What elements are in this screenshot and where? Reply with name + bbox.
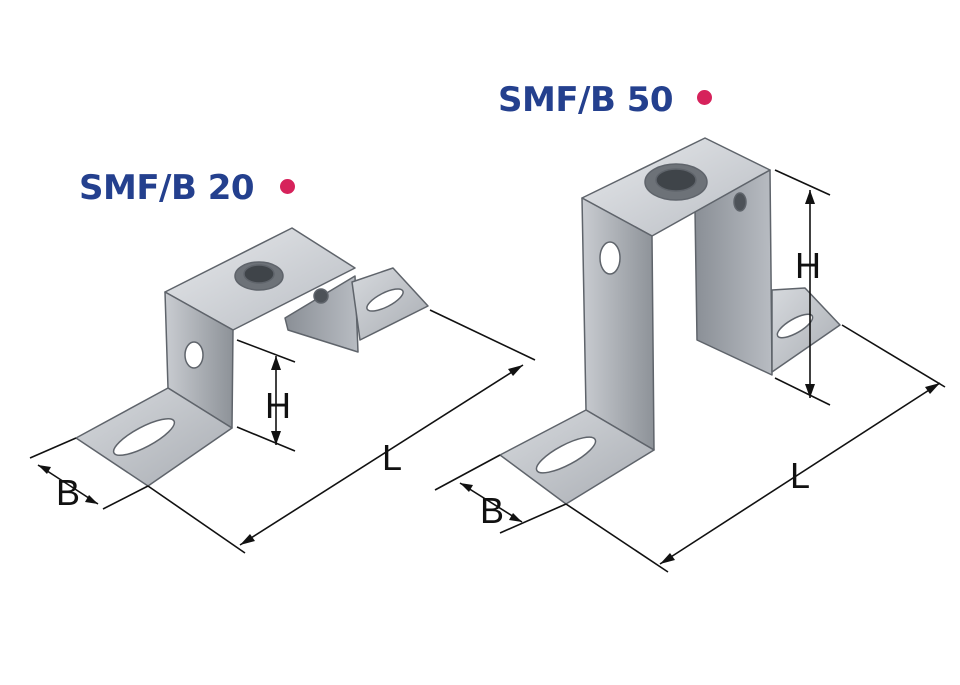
length-dimension-line [239, 364, 524, 546]
front-leg [581, 197, 655, 451]
length-label-smf-b-50: L [790, 455, 810, 496]
length-dimension-line [659, 382, 941, 565]
dimension-arrows-smf-b-50 [460, 190, 940, 564]
bracket-smf-b-50 [499, 137, 841, 505]
rear-leg [284, 275, 359, 353]
length-label-smf-b-20: L [382, 437, 402, 478]
dimensions-smf-b-50 [434, 169, 946, 573]
status-dot-smf-b-20 [280, 179, 295, 194]
width-label-smf-b-50: B [480, 490, 504, 531]
dimension-arrows-smf-b-20 [38, 356, 523, 545]
height-label-smf-b-50: H [795, 245, 821, 286]
height-label-smf-b-20: H [265, 385, 291, 426]
product-title-smf-b-50: SMF/B 50 [498, 80, 674, 120]
rear-foot [771, 287, 841, 373]
bracket-smf-b-20 [75, 227, 429, 487]
status-dot-smf-b-50 [697, 90, 712, 105]
product-title-smf-b-20: SMF/B 20 [79, 168, 255, 208]
width-label-smf-b-20: B [56, 472, 80, 513]
